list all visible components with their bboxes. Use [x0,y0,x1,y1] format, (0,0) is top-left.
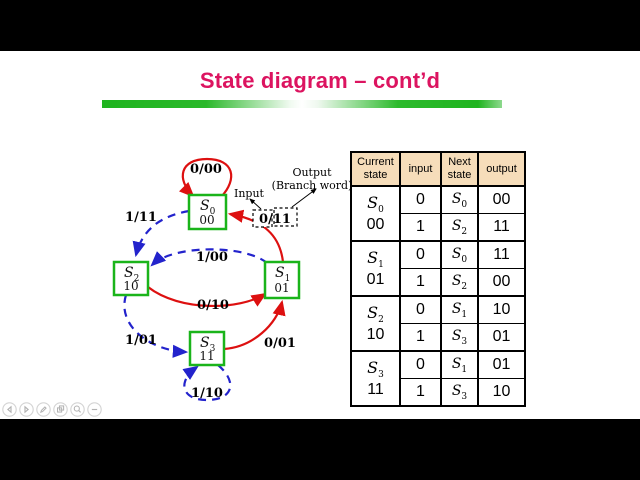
table-row: 1 S3 01 [351,323,525,351]
viewer-toolbar [2,402,102,417]
svg-text:00: 00 [199,213,214,227]
edge-s1-to-s0 [227,209,285,263]
pencil-icon[interactable] [36,402,51,417]
input-cell: 1 [399,268,441,296]
svg-text:S1: S1 [275,265,290,284]
output-cell: 00 [477,185,525,214]
output-cell: 01 [477,323,525,351]
current-state-s1: S1 01 [350,240,400,296]
output-label: Output [292,166,332,179]
edge-label-s0-to-s2: 1/11 [125,210,157,225]
svg-text:S0: S0 [200,198,216,217]
minus-icon[interactable] [87,402,102,417]
table-row: S2 10 0 S1 10 [350,295,525,351]
output-dashed-box [273,207,298,227]
edge-label-s1-to-s0: 0/11 [259,212,291,227]
branch-word-label: (Branch word) [272,179,353,192]
edge-label-s1-to-s2: 1/00 [196,250,228,265]
edge-s0-self-loop [179,157,233,198]
next-state-cell: S0 [440,185,478,214]
next-state-cell: S3 [440,323,478,351]
svg-text:10: 10 [123,279,138,293]
input-cell: 0 [399,295,441,324]
output-cell: 00 [477,268,525,296]
output-cell: 11 [477,240,525,269]
title-underline-bar [102,100,502,108]
previous-icon[interactable] [2,402,17,417]
table-header-row: Current state input Next state output [350,152,525,187]
input-callout-arrow [249,198,262,210]
edge-s3-self-loop [182,364,232,402]
svg-text:11: 11 [199,349,214,363]
header-current-state: Current state [350,152,400,187]
table-row: 1 S2 00 [351,268,525,296]
current-state-s2: S2 10 [350,295,400,351]
input-label: Input [234,187,265,200]
table-row: S1 01 0 S0 11 [350,240,525,296]
edge-s0-to-s2 [132,209,190,258]
svg-text:S3: S3 [200,335,216,354]
edge-label-s2-to-s1: 0/10 [197,298,229,313]
copy-icon[interactable] [53,402,68,417]
edge-label-s3-self: 1/10 [191,386,223,401]
table-row: S3 11 0 S1 01 [350,350,525,406]
current-state-s3: S3 11 [350,350,400,406]
output-cell: 10 [477,295,525,324]
table-row: 1 S2 11 [351,213,525,241]
state-diagram: 0/11 Input Output (Branch word) S0 00 S2… [112,157,353,402]
edge-label-s0-self: 0/00 [190,162,222,177]
input-cell: 1 [399,378,441,406]
output-cell: 01 [477,350,525,379]
input-cell: 0 [399,185,441,214]
next-state-cell: S3 [440,378,478,406]
input-cell: 0 [399,240,441,269]
svg-text:01: 01 [274,281,289,295]
edge-label-s3-to-s1: 0/01 [264,336,296,351]
current-state-s0: S0 00 [350,185,400,241]
header-output: output [477,152,525,187]
slide: State diagram – cont’d [0,51,640,419]
next-state-cell: S2 [440,268,478,296]
state-s0: S0 00 [187,193,228,231]
next-icon[interactable] [19,402,34,417]
input-cell: 1 [399,323,441,351]
next-state-cell: S2 [440,213,478,241]
edge-s3-to-s1 [223,299,286,351]
svg-text:S2: S2 [124,265,139,284]
slide-title: State diagram – cont’d [199,68,441,93]
output-cell: 11 [477,213,525,241]
edge-s2-to-s1 [147,286,267,307]
input-dashed-box [252,209,273,228]
edge-label-s2-to-s3: 1/01 [125,333,157,348]
magnifier-icon[interactable] [70,402,85,417]
table-row: S0 00 0 S0 00 [350,185,525,241]
edge-s2-to-s3 [123,294,189,358]
output-cell: 10 [477,378,525,406]
output-callout-arrow [291,188,317,208]
input-cell: 1 [399,213,441,241]
next-state-cell: S0 [440,240,478,269]
state-s3: S3 11 [188,330,226,367]
edge-s1-to-s2 [150,248,268,267]
next-state-cell: S1 [440,295,478,324]
table-row: 1 S3 10 [351,378,525,406]
next-state-cell: S1 [440,350,478,379]
header-next-state: Next state [440,152,478,187]
input-cell: 0 [399,350,441,379]
header-input: input [399,152,441,187]
state-table: Current state input Next state output S0… [350,151,526,407]
state-s2: S2 10 [112,260,150,297]
state-s1: S1 01 [263,260,301,300]
